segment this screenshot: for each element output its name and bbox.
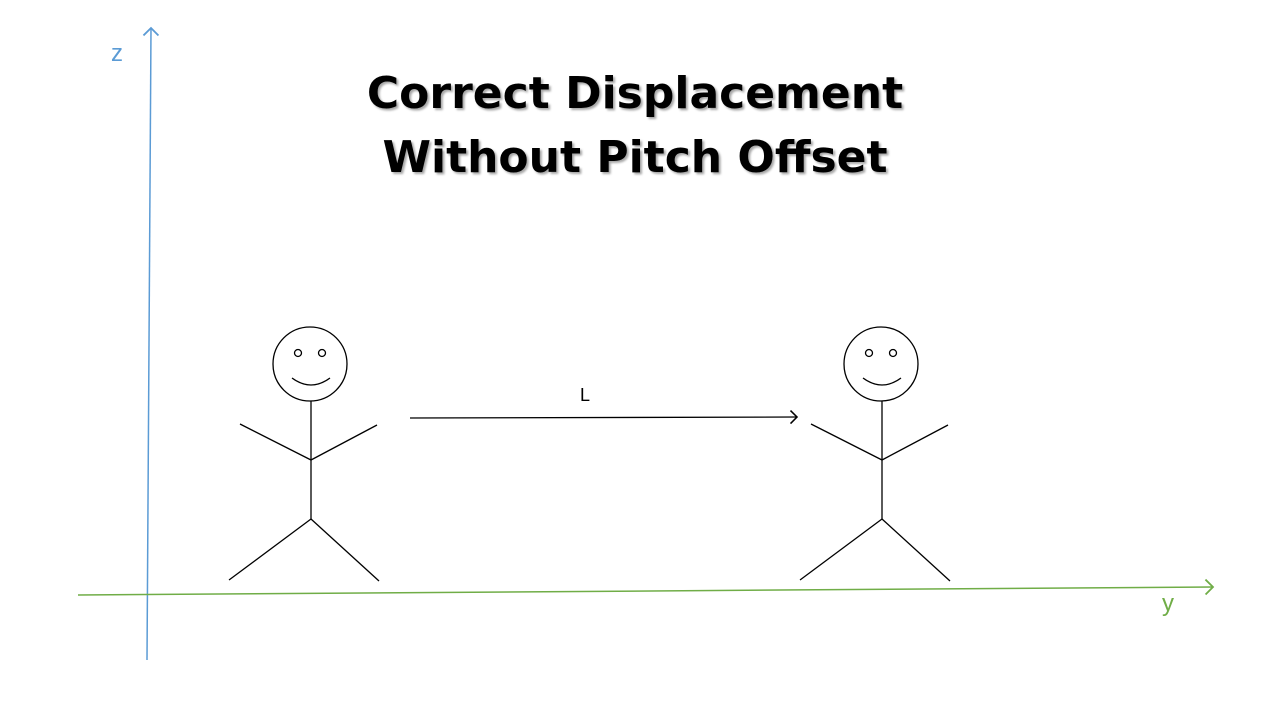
slide-title: Correct Displacement Without Pitch Offse… [330,62,940,190]
right-leg [881,518,951,582]
stick-figure-start [228,326,380,582]
z-axis-label: z [111,40,123,67]
left-eye [293,348,303,358]
displacement-arrow [409,409,799,425]
head [843,326,919,402]
left-arm [810,423,883,461]
left-leg [228,518,312,581]
y-axis [77,578,1215,596]
head [272,326,348,402]
z-axis [142,26,160,661]
right-arm [310,424,378,461]
displacement-label: L [580,385,591,405]
stick-figure-end [799,326,951,582]
title-line-1: Correct Displacement [366,68,904,119]
smile [862,377,902,386]
left-leg [799,518,883,581]
right-eye [317,348,327,358]
left-eye [864,348,874,358]
right-leg [310,518,380,582]
y-axis-label: y [1162,590,1174,617]
left-arm [239,423,312,461]
right-arm [881,424,949,461]
right-eye [888,348,898,358]
title-line-2: Without Pitch Offset [382,132,888,183]
smile [291,377,331,386]
